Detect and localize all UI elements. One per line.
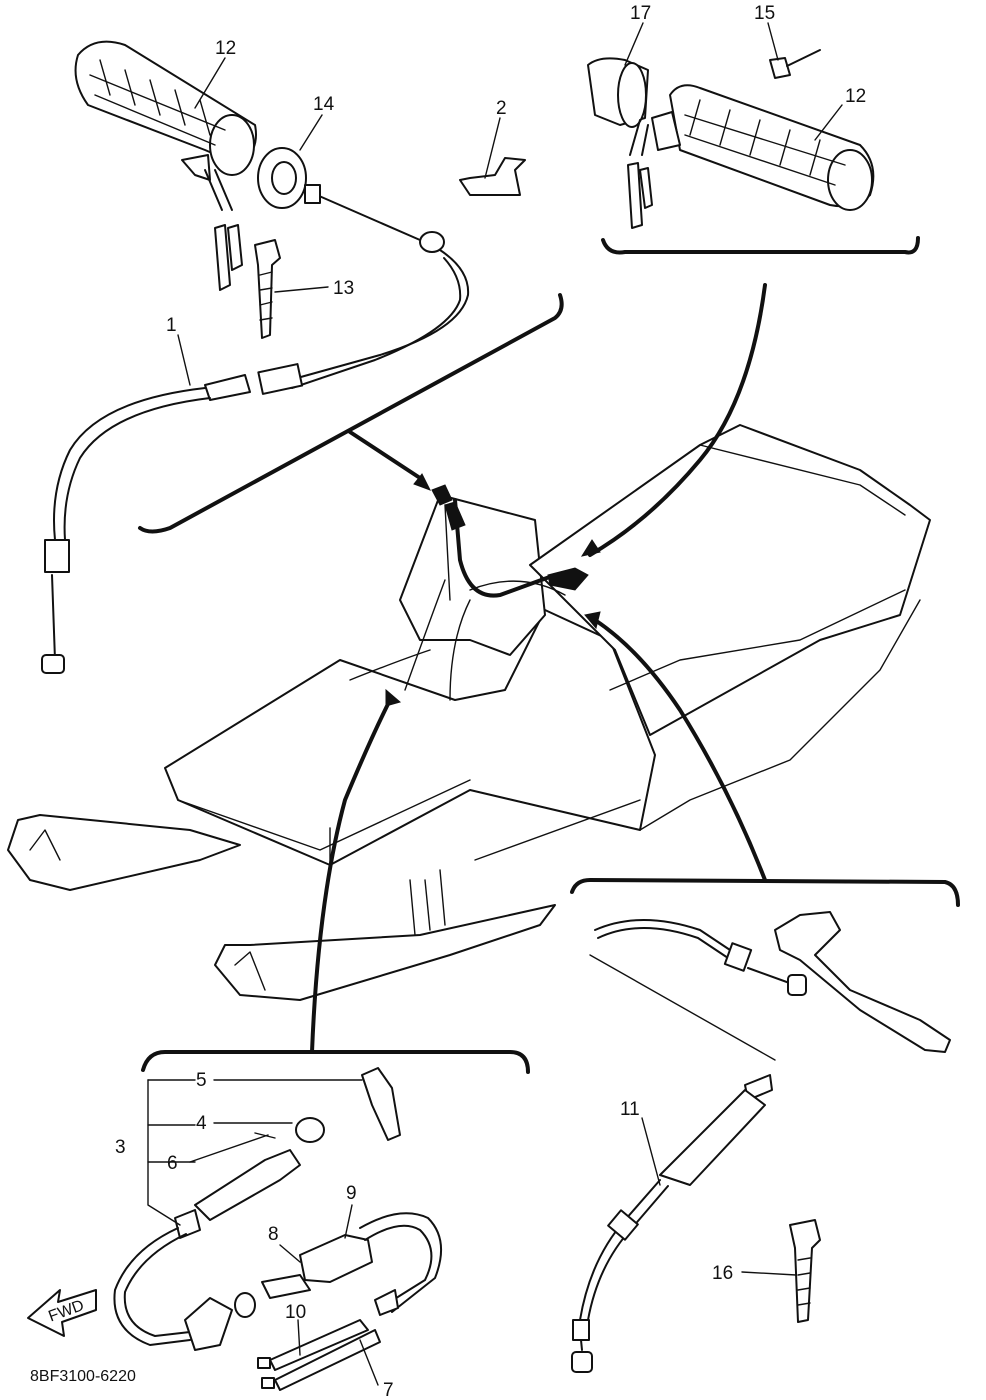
throttle-side-marker (431, 484, 453, 506)
cable-tie-13 (254, 239, 281, 339)
callout-1: 1 (166, 315, 177, 336)
callout-17: 17 (630, 3, 651, 24)
callout-11: 11 (620, 1099, 640, 1120)
callout-5: 5 (196, 1070, 207, 1091)
throttle-cable (41, 184, 470, 674)
callout-7: 7 (383, 1380, 394, 1400)
callout-4: 4 (196, 1113, 207, 1134)
callout-13: 13 (333, 278, 354, 299)
left-handlebar-grip (74, 40, 257, 291)
callout-15: 15 (754, 3, 775, 24)
part-code: 8BF3100-6220 (30, 1368, 136, 1385)
callout-9: 9 (346, 1183, 357, 1204)
callout-3: 3 (115, 1137, 126, 1158)
callout-16: 16 (712, 1263, 733, 1284)
callout-2: 2 (496, 98, 507, 119)
callout-8: 8 (268, 1224, 279, 1245)
cable-clip (459, 157, 526, 196)
grip-ring (257, 147, 307, 209)
choke-cable-assembly (113, 1067, 443, 1391)
screw (769, 49, 821, 79)
fwd-arrow-icon: FWD (27, 1289, 97, 1337)
grip-end-cap (587, 57, 649, 128)
callout-12-right: 12 (845, 86, 866, 107)
right-grip-marker (547, 567, 589, 591)
brake-lever-assembly (571, 911, 951, 1373)
callout-6: 6 (167, 1153, 178, 1174)
callout-12-left: 12 (215, 38, 236, 59)
left-grip-marker (444, 501, 466, 531)
snowmobile-body (7, 424, 931, 1001)
group-brackets (138, 236, 960, 1074)
callout-14: 14 (313, 94, 335, 115)
callout-10: 10 (285, 1302, 306, 1323)
callout-numbers: 12 14 2 13 1 17 15 12 5 4 3 6 9 8 10 7 1… (115, 3, 866, 1400)
callout-leaders (177, 22, 843, 1386)
cable-tie-16 (789, 1219, 821, 1323)
right-handlebar-grip (627, 84, 875, 229)
